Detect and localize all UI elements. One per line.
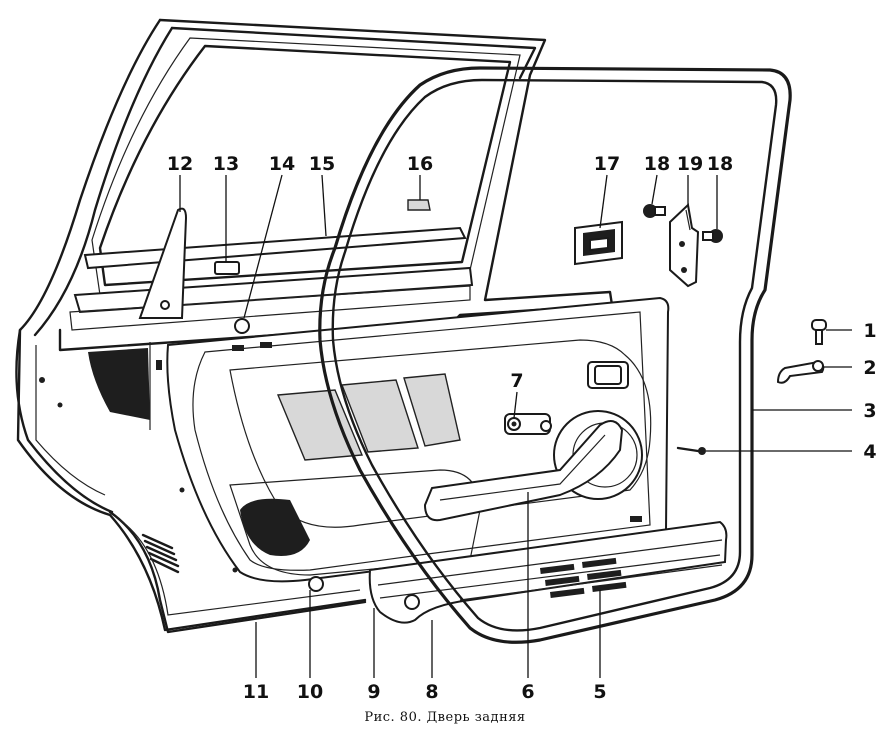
callout-15: 15 [309,153,335,175]
callout-18-right: 18 [707,153,733,175]
callout-5: 5 [593,681,606,703]
callout-2: 2 [863,357,876,379]
callout-3: 3 [863,400,876,422]
callout-labels: 12 13 14 15 16 17 18 19 18 1 2 3 4 7 11 … [167,153,877,703]
part-2-hook [776,360,825,384]
part-19-hinge-bracket [669,202,700,288]
part-5-armrest-strip [368,520,728,624]
callout-6: 6 [521,681,534,703]
callout-4: 4 [863,441,876,463]
part-14-button [234,318,250,334]
callout-10: 10 [297,681,323,703]
part-6-trim-panel [166,296,670,583]
callout-16: 16 [407,153,433,175]
part-13-clip [214,261,240,275]
part-18-bolt-right [702,229,723,243]
part-17-bezel [574,220,623,266]
callout-11: 11 [243,681,269,703]
callout-9: 9 [367,681,380,703]
part-4-screw [676,446,706,455]
part-3-weatherstrip-seal [318,66,792,644]
leader-lines [179,174,852,678]
callout-8: 8 [425,681,438,703]
callout-7: 7 [510,370,523,392]
callout-19: 19 [677,153,703,175]
callout-12: 12 [167,153,193,175]
part-16-clip [407,199,431,211]
part-10-fastener [308,576,324,592]
figure-caption: Рис. 80. Дверь задняя [364,710,526,725]
part-18-bolt-left [643,204,666,218]
callout-1: 1 [863,320,876,342]
callout-13: 13 [213,153,239,175]
callout-17: 17 [594,153,620,175]
callout-14: 14 [269,153,295,175]
part-1-pin [811,319,827,345]
part-12-vent-bracket [138,207,188,319]
vent-grille [141,533,180,574]
callout-18-left: 18 [644,153,670,175]
